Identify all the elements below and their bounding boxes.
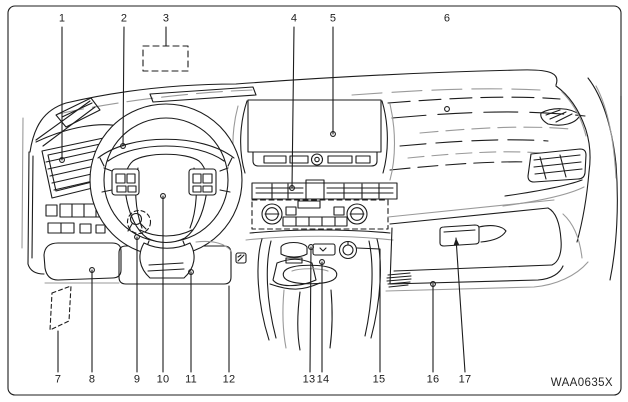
callout-4-dot: [289, 185, 295, 191]
callout-4-leader: [291, 26, 295, 189]
head-up-display-dashed-box: [142, 45, 189, 72]
ignition-switch-dashed-circle: [126, 209, 152, 235]
callout-5-dot: [330, 131, 336, 137]
callout-overlay: [57, 26, 466, 373]
steering-column: [139, 240, 232, 279]
glovebox-and-passenger-dash: [385, 199, 589, 292]
callout-8-dot: [89, 267, 95, 273]
callout-9-dot: [134, 234, 140, 240]
console-side-icon: [235, 252, 247, 264]
callout-2-dot: [120, 143, 126, 149]
left-pillar-and-mirror: [21, 97, 101, 275]
callout-10-dot: [160, 193, 166, 199]
passenger-side-vents: [502, 108, 587, 207]
figure-code: WAA0635X: [550, 377, 613, 389]
center-display-screen: [232, 99, 395, 187]
callout-17-arrow: [453, 238, 460, 246]
callout-2-leader: [122, 26, 125, 147]
callout-1-dot: [59, 157, 65, 163]
shifter-console: [257, 238, 381, 351]
callout-11-dot: [188, 269, 194, 275]
right-pillar: [555, 77, 622, 291]
center-vents: [251, 179, 398, 200]
callout-17-leader: [455, 237, 466, 373]
callout-15-leader: [356, 247, 381, 373]
callout-13-leader: [309, 246, 312, 373]
callout-13-dot: [308, 244, 314, 250]
fuse-box-dashed-outline: [49, 285, 72, 331]
climate-control-dashed-box: [245, 199, 394, 241]
steering-wheel: [89, 103, 243, 257]
callout-16-dot: [430, 281, 436, 287]
callout-14-dot: [319, 259, 325, 265]
callout-6-dot: [444, 106, 450, 112]
